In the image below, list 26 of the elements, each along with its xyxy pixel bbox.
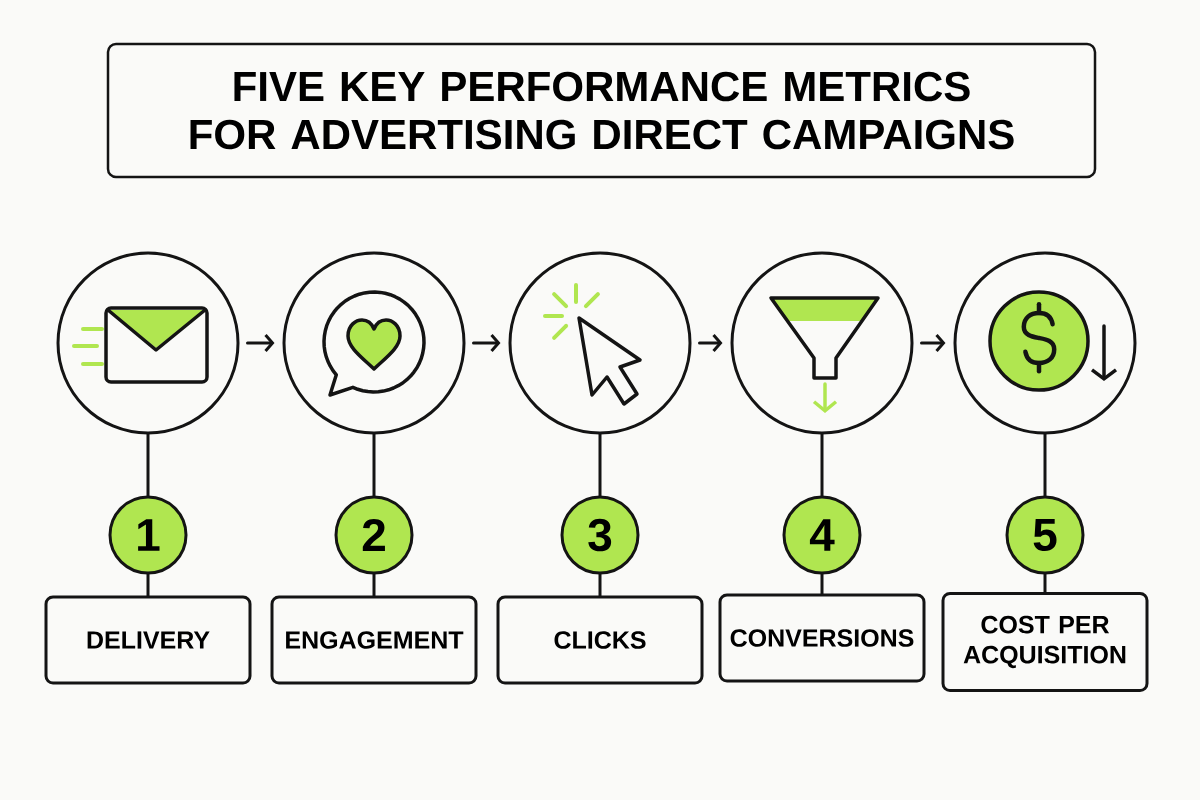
connector-line xyxy=(1043,573,1047,594)
label-box: CONVERSIONS xyxy=(718,593,926,683)
label-box: COST PER ACQUISITION xyxy=(941,592,1149,692)
label-box: CLICKS xyxy=(496,595,704,685)
connector-line xyxy=(820,573,824,595)
title-box: FIVE KEY PERFORMANCE METRICS FOR ADVERTISING DIRECT CAMPAIGNS xyxy=(106,42,1097,179)
number-badge: 4 xyxy=(782,495,862,575)
number-badge: 2 xyxy=(334,495,414,575)
connector-line xyxy=(598,433,602,497)
number-badge: 3 xyxy=(560,495,640,575)
connector-line xyxy=(372,433,376,497)
connector-line xyxy=(146,433,150,497)
icon-circle xyxy=(730,251,914,435)
arrow xyxy=(920,334,946,352)
number-badge: 5 xyxy=(1005,495,1085,575)
connector-line xyxy=(372,573,376,597)
connector-line xyxy=(146,573,150,597)
arrow xyxy=(472,334,501,352)
arrow xyxy=(246,334,275,352)
number-badge: 1 xyxy=(108,495,188,575)
connector-line xyxy=(820,433,824,497)
label-box: ENGAGEMENT xyxy=(270,595,478,685)
label-box: DELIVERY xyxy=(44,595,252,685)
connector-line xyxy=(1043,433,1047,497)
connector-line xyxy=(598,573,602,597)
arrow xyxy=(698,334,723,352)
